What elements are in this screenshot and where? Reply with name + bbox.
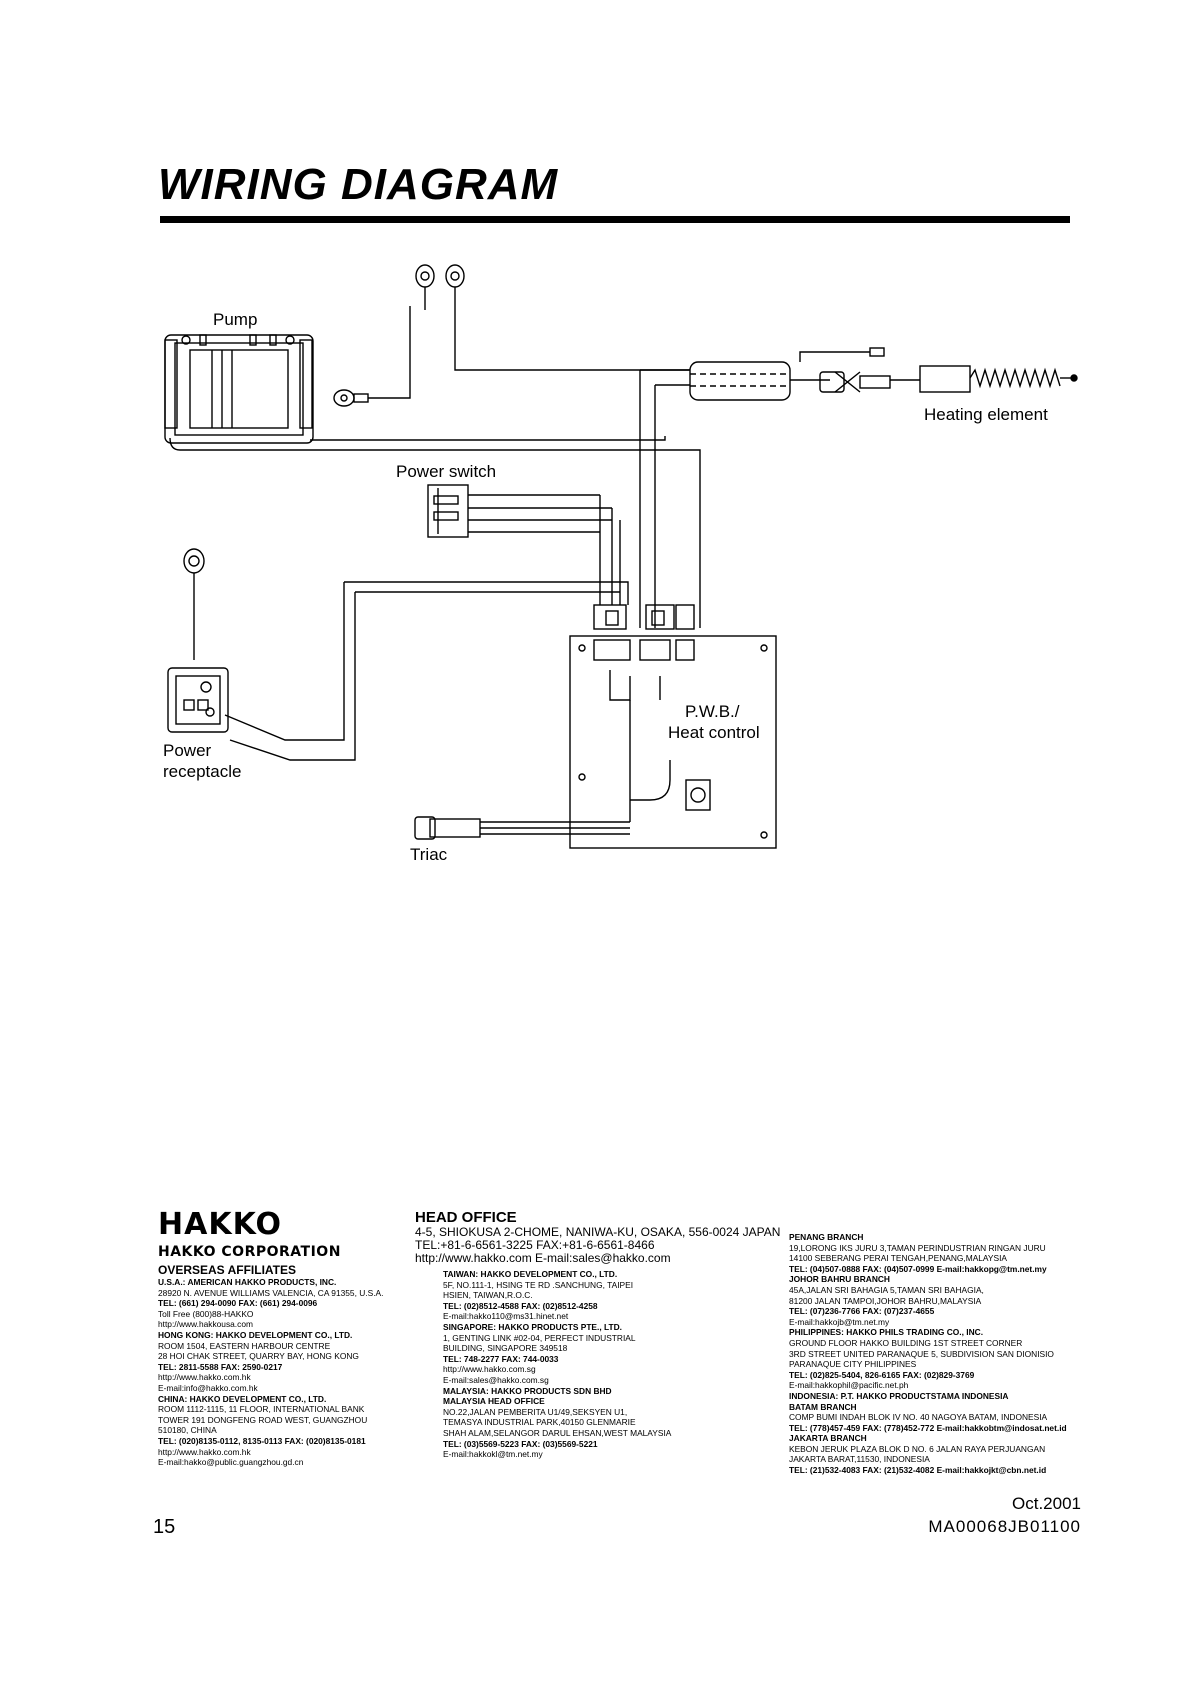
triac-label: Triac [410, 845, 448, 864]
address-line: TOWER 191 DONGFENG ROAD WEST, GUANGZHOU [158, 1414, 368, 1425]
address-line: ROOM 1112-1115, 11 FLOOR, INTERNATIONAL … [158, 1404, 365, 1415]
address-line: http://www.hakko.com.hk [158, 1446, 251, 1457]
address-line: E-mail:sales@hakko.com.sg [443, 1374, 549, 1385]
address-line: 510180, CHINA [158, 1425, 217, 1436]
address-line: TEL:+81-6-6561-3225 FAX:+81-6-6561-8466 [415, 1238, 655, 1252]
address-line: KEBON JERUK PLAZA BLOK D NO. 6 JALAN RAY… [789, 1443, 1046, 1454]
address-line: 4-5, SHIOKUSA 2-CHOME, NANIWA-KU, OSAKA,… [415, 1225, 781, 1239]
wiring-diagram [164, 264, 1078, 849]
address-line: Toll Free (800)88-HAKKO [158, 1308, 254, 1319]
pwb-board [569, 635, 777, 849]
address-line: BATAM BRANCH [789, 1401, 857, 1412]
pwb-label: P.W.B./ [685, 702, 740, 721]
address-line: E-mail:hakkojb@tm.net.my [789, 1316, 890, 1327]
address-line: 28920 N. AVENUE WILLIAMS VALENCIA, CA 91… [158, 1287, 384, 1298]
heating-element [819, 365, 1078, 393]
head-office-title: HEAD OFFICE [415, 1209, 517, 1226]
address-line: E-mail:hakkophil@pacific.net.ph [789, 1380, 909, 1391]
address-line: 14100 SEBERANG PERAI TENGAH,PENANG,MALAY… [789, 1253, 1007, 1264]
address-line: 5F, NO.111-1, HSING TE RD .SANCHUNG, TAI… [443, 1279, 634, 1290]
overseas-title: OVERSEAS AFFILIATES [158, 1263, 297, 1277]
triac [414, 700, 671, 840]
address-line: COMP BUMI INDAH BLOK IV NO. 40 NAGOYA BA… [789, 1412, 1048, 1423]
pwb-connectors [593, 604, 695, 661]
title-rule [160, 216, 1070, 223]
address-line: http://www.hakko.com.hk [158, 1372, 251, 1383]
power-receptacle [167, 667, 229, 733]
address-line: MALAYSIA: HAKKO PRODUCTS SDN BHD [443, 1385, 612, 1396]
address-line: TEL: 2811-5588 FAX: 2590-0217 [158, 1361, 283, 1372]
power-switch [427, 484, 621, 605]
address-line: 1, GENTING LINK #02-04, PERFECT INDUSTRI… [443, 1332, 636, 1343]
heat-control-label: Heat control [668, 723, 760, 742]
address-line: SHAH ALAM,SELANGOR DARUL EHSAN,WEST MALA… [443, 1427, 672, 1438]
address-line: JAKARTA BARAT,11530, INDONESIA [789, 1454, 930, 1465]
address-line: ROOM 1504, EASTERN HARBOUR CENTRE [158, 1340, 331, 1351]
date: Oct.2001 [1012, 1494, 1081, 1513]
address-line: TAIWAN: HAKKO DEVELOPMENT CO., LTD. [443, 1269, 618, 1279]
address-line: HONG KONG: HAKKO DEVELOPMENT CO., LTD. [158, 1329, 353, 1340]
corporation-name: HAKKO CORPORATION [158, 1244, 341, 1260]
address-line: TEMASYA INDUSTRIAL PARK,40150 GLENMARIE [443, 1417, 636, 1428]
address-line: E-mail:hakko@public.guangzhou.gd.cn [158, 1457, 304, 1468]
address-line: E-mail:info@hakko.com.hk [158, 1382, 258, 1393]
address-line: PHILIPPINES: HAKKO PHILS TRADING CO., IN… [789, 1327, 984, 1338]
address-line: CHINA: HAKKO DEVELOPMENT CO., LTD. [158, 1393, 327, 1404]
address-line: 45A,JALAN SRI BAHAGIA 5,TAMAN SRI BAHAGI… [789, 1284, 984, 1295]
address-line: SINGAPORE: HAKKO PRODUCTS PTE., LTD. [443, 1321, 622, 1332]
address-line: TEL: (661) 294-0090 FAX: (661) 294-0096 [158, 1298, 318, 1309]
pump [164, 334, 314, 444]
pump-lug [333, 389, 369, 407]
address-line: MALAYSIA HEAD OFFICE [443, 1396, 545, 1407]
logo-text: HAKKO [158, 1207, 282, 1242]
address-line: http://www.hakko.com E-mail:sales@hakko.… [415, 1251, 671, 1265]
address-line: BUILDING, SINGAPORE 349518 [443, 1343, 568, 1354]
address-line: TEL: (21)532-4083 FAX: (21)532-4082 E-ma… [789, 1465, 1047, 1476]
address-line: JAKARTA BRANCH [789, 1433, 867, 1444]
address-line: TEL: (778)457-459 FAX: (778)452-772 E-ma… [789, 1422, 1067, 1433]
address-line: JOHOR BAHRU BRANCH [789, 1274, 890, 1285]
address-line: 19,LORONG IKS JURU 3,TAMAN PERINDUSTRIAN… [789, 1242, 1046, 1253]
ground-ring-terminal [183, 548, 205, 650]
address-line: TEL: (02)8512-4588 FAX: (02)8512-4258 [443, 1300, 598, 1311]
address-line: TEL: (07)236-7766 FAX: (07)237-4655 [789, 1306, 935, 1317]
power-receptacle-label-2: receptacle [163, 762, 242, 781]
address-line: GROUND FLOOR HAKKO BUILDING 1ST STREET C… [789, 1337, 1023, 1348]
address-line: TEL: (02)825-5404, 826-6165 FAX: (02)829… [789, 1369, 975, 1380]
head-office: HEAD OFFICE 4-5, SHIOKUSA 2-CHOME, NANIW… [415, 1210, 780, 1460]
address-line: PENANG BRANCH [789, 1232, 864, 1242]
address-line: NO.22,JALAN PEMBERITA U1/49,SEKSYEN U1, [443, 1406, 628, 1417]
address-line: TEL: (020)8135-0112, 8135-0113 FAX: (020… [158, 1435, 366, 1446]
address-line: U.S.A.: AMERICAN HAKKO PRODUCTS, INC. [158, 1277, 337, 1287]
address-line: 3RD STREET UNITED PARANAQUE 5, SUBDIVISI… [789, 1348, 1054, 1359]
address-line: 81200 JALAN TAMPOI,JOHOR BAHRU,MALAYSIA [789, 1295, 982, 1306]
pump-label: Pump [213, 310, 258, 329]
address-line: 28 HOI CHAK STREET, QUARRY BAY, HONG KON… [158, 1351, 359, 1362]
address-line: http://www.hakkousa.com [158, 1319, 253, 1330]
address-line: TEL: (04)507-0888 FAX: (04)507-0999 E-ma… [789, 1263, 1047, 1274]
address-line: INDONESIA: P.T. HAKKO PRODUCTSTAMA INDON… [789, 1390, 1009, 1401]
address-line: HSIEN, TAIWAN,R.O.C. [443, 1290, 533, 1301]
page-title: WIRING DIAGRAM [158, 160, 559, 209]
power-receptacle-label: Power [163, 741, 212, 760]
power-switch-label: Power switch [396, 462, 497, 481]
address-line: E-mail:hakkokl@tm.net.my [443, 1449, 543, 1460]
doc-id: MA00068JB01100 [928, 1517, 1081, 1536]
overseas-affiliates: OVERSEAS AFFILIATES U.S.A.: AMERICAN HAK… [158, 1264, 383, 1468]
address-line: http://www.hakko.com.sg [443, 1364, 536, 1375]
hakko-logo: HAKKO [158, 1207, 282, 1242]
address-line: PARANAQUE CITY PHILIPPINES [789, 1359, 917, 1370]
address-line: TEL: (03)5569-5223 FAX: (03)5569-5221 [443, 1438, 598, 1449]
ring-terminals [415, 264, 465, 306]
heating-element-label: Heating element [924, 405, 1048, 424]
address-line: E-mail:hakko110@ms31.hinet.net [443, 1311, 569, 1322]
address-line: TEL: 748-2277 FAX: 744-0033 [443, 1353, 559, 1364]
page-number: 15 [153, 1516, 176, 1538]
